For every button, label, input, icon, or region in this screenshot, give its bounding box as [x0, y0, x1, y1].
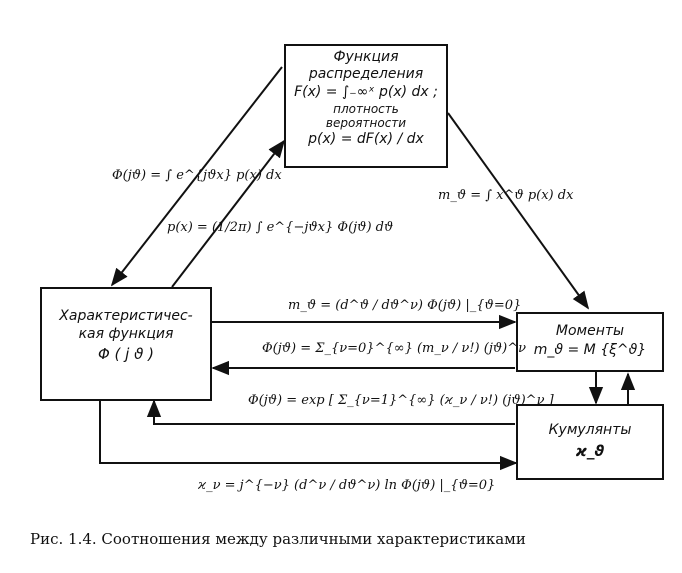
label-moments-from-density: m_ϑ = ∫ x^ϑ p(x) dx [438, 188, 574, 203]
arrow-cumulants-to-char [146, 399, 515, 425]
distribution-subtitle: распределения [308, 66, 424, 82]
label-char-from-density: Φ(jϑ) = ∫ e^{jϑx} p(x) dx [112, 168, 282, 183]
arrow-char-to-density [171, 139, 286, 288]
cumulants-box: Кумулянты ϰ_ϑ [516, 404, 664, 480]
density-subtitle: вероятности [325, 116, 407, 130]
arrow-density-to-char [110, 66, 283, 287]
label-density-from-char: p(x) = (1/2π) ∫ e^{−jϑx} Φ(jϑ) dϑ [167, 220, 394, 235]
moments-title: Моменты [555, 323, 625, 339]
density-title: плотность [333, 102, 399, 116]
distribution-function-box: Функция распределения F(x) = ∫₋∞ˣ p(x) d… [284, 44, 448, 168]
distribution-title: Функция [333, 49, 399, 65]
label-char-from-cumulants: Φ(jϑ) = exp [ Σ_{ν=1}^{∞} (ϰ_ν / ν!) (jϑ… [248, 393, 554, 408]
label-moments-from-char: m_ϑ = (d^ϑ / dϑ^ν) Φ(jϑ) |_{ϑ=0} [288, 298, 522, 313]
figure-caption: Рис. 1.4. Соотношения между различными х… [30, 530, 526, 548]
moments-formula: m_ϑ = M {ξ^ϑ} [533, 342, 647, 358]
cumulants-symbol: ϰ_ϑ [575, 442, 605, 460]
label-cumulants-from-char: ϰ_ν = j^{−ν} (d^ν / dϑ^ν) ln Φ(jϑ) |_{ϑ=… [198, 478, 496, 493]
label-char-from-moments: Φ(jϑ) = Σ_{ν=0}^{∞} (m_ν / ν!) (jϑ)^ν [262, 341, 527, 356]
density-formula: p(x) = dF(x) / dx [308, 131, 424, 147]
cumulants-title: Кумулянты [548, 422, 632, 438]
moments-box: Моменты m_ϑ = M {ξ^ϑ} [516, 312, 664, 372]
characteristic-symbol: Φ ( j ϑ ) [97, 345, 155, 363]
characteristic-function-box: Характеристичес- кая функция Φ ( j ϑ ) [40, 287, 212, 401]
arrow-density-to-moments [447, 112, 590, 310]
distribution-formula: F(x) = ∫₋∞ˣ p(x) dx ; [294, 84, 438, 100]
arrow-char-to-cumulants [99, 400, 518, 471]
characteristic-title: Характеристичес- [59, 308, 193, 324]
characteristic-subtitle: кая функция [78, 326, 174, 342]
